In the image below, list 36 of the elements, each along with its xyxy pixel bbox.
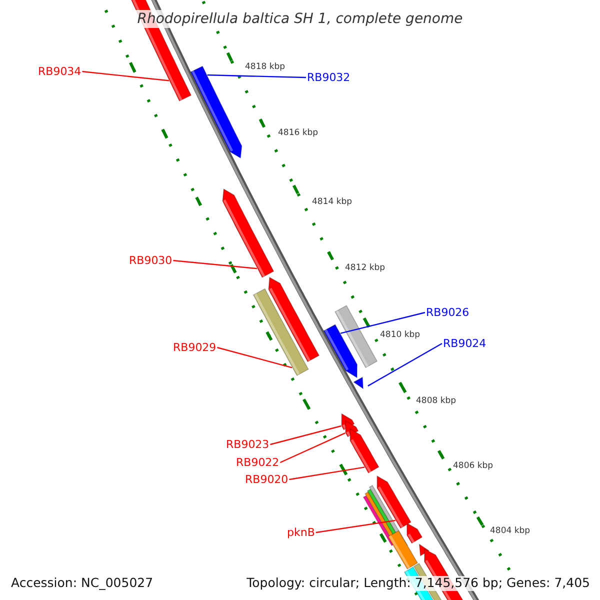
- scale-label: 4812 kbp: [345, 264, 386, 272]
- leader-line: [217, 346, 292, 368]
- leader-line: [270, 425, 342, 446]
- gene-label: RB9023: [226, 439, 270, 450]
- gene-label: RB9029: [173, 342, 216, 353]
- gene-label: RB9026: [426, 307, 470, 318]
- leader-line: [368, 342, 442, 386]
- gene-label: RB9020: [245, 474, 288, 485]
- scale-label: 4804 kbp: [490, 527, 530, 536]
- leader-line: [289, 466, 365, 480]
- genome-info-text: Topology: circular; Length: 7,145,576 bp; Genes: 7,405: [244, 576, 592, 590]
- scale-label: 4816 kbp: [278, 129, 318, 138]
- gene-feature: [222, 188, 274, 278]
- leader-line: [173, 260, 258, 270]
- leader-line: [280, 432, 346, 464]
- scale-label: 4818 kbp: [245, 63, 286, 72]
- scale-label: 4810 kbp: [380, 331, 420, 340]
- gene-label: RB9032: [307, 72, 350, 83]
- scale-label: 4808 kbp: [416, 397, 456, 406]
- gene-feature: [352, 376, 364, 390]
- gene-feature: [323, 324, 358, 378]
- leader-line: [340, 312, 426, 334]
- leader-line: [207, 74, 306, 78]
- scale-label: 4814 kbp: [312, 198, 352, 206]
- gene-feature: [376, 475, 412, 529]
- gene-feature: [190, 66, 242, 159]
- gene-feature: [350, 428, 380, 474]
- gene-label: RB9024: [443, 338, 486, 349]
- gene-label: RB9034: [38, 66, 82, 77]
- gene-feature: [252, 288, 309, 376]
- leader-line: [316, 520, 396, 534]
- gene-label: RB9030: [129, 255, 172, 266]
- scale-label: 4806 kbp: [453, 462, 494, 470]
- gene-label: pknB: [287, 527, 315, 538]
- gene-label: RB9022: [236, 457, 280, 468]
- leader-line: [82, 70, 169, 82]
